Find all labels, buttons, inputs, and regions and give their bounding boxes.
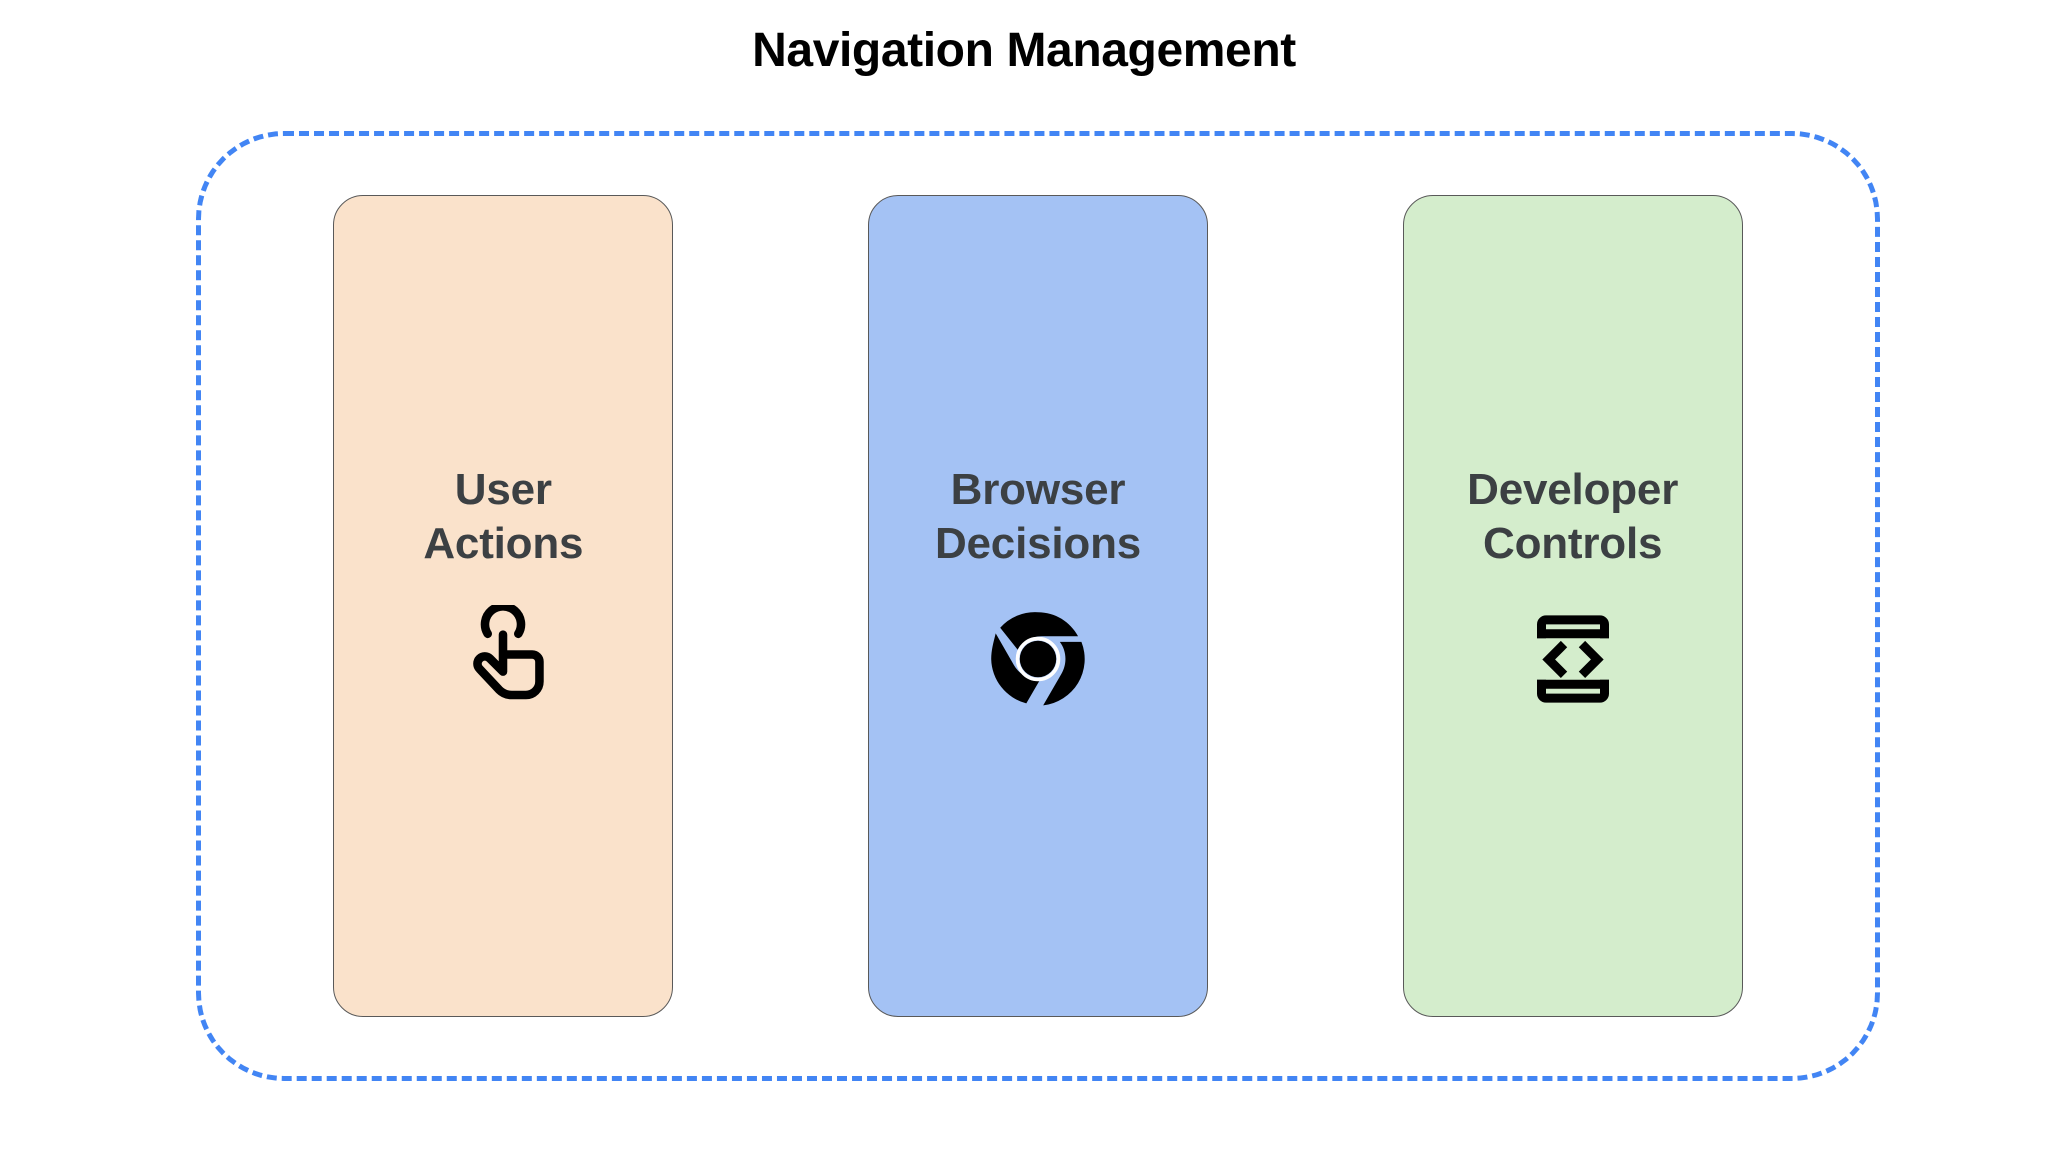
card-user-actions[interactable]: User Actions: [333, 195, 674, 1017]
card-content: Developer Controls: [1467, 463, 1678, 712]
card-content: Browser Decisions: [935, 463, 1141, 712]
developer-mode-code-icon: [1519, 605, 1627, 713]
card-label-developer-controls: Developer Controls: [1467, 465, 1679, 568]
touch-tap-gesture-icon: [449, 604, 557, 713]
card-browser-decisions[interactable]: Browser Decisions: [867, 195, 1208, 1017]
card-row: User Actions Browser Decisions: [196, 131, 1880, 1081]
card-label-user-actions: User Actions: [423, 465, 584, 568]
card-label-browser-decisions: Browser Decisions: [934, 465, 1142, 568]
chrome-browser-icon: [984, 605, 1092, 713]
card-content: User Actions: [423, 463, 583, 712]
navigation-management-group-boundary: [196, 131, 1880, 1081]
card-developer-controls[interactable]: Developer Controls: [1402, 195, 1743, 1017]
page-title: Navigation Management: [752, 24, 1296, 77]
